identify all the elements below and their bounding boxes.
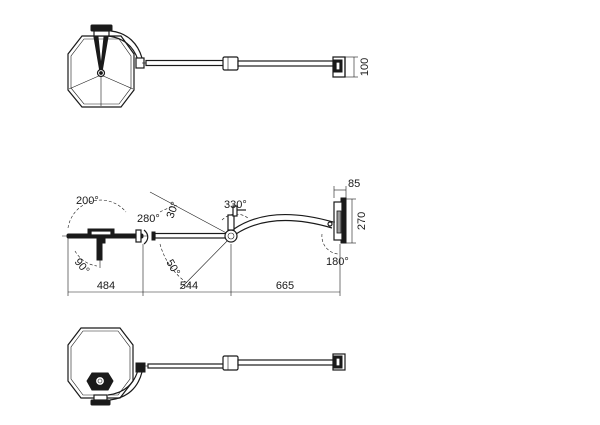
- side-arm-outer: [233, 213, 334, 230]
- angle-330-label: 330°: [224, 199, 247, 211]
- bottom-handle: [90, 399, 111, 406]
- top-v-bracket: [93, 36, 109, 73]
- side-view: 85 270 484 544 665 200° 280° 30° 50° 90°…: [62, 178, 368, 296]
- dim-100-label: 100: [359, 58, 371, 76]
- angle-50-label: 50°: [163, 258, 182, 278]
- top-middle-joint: [222, 56, 239, 71]
- top-arm-outer: [237, 60, 335, 67]
- angle-30-label: 30°: [165, 200, 182, 220]
- angle-90-label: 90°: [72, 256, 92, 276]
- angle-200-label: 200°: [76, 195, 99, 207]
- bottom-arm-inner: [147, 363, 225, 369]
- bottom-wall-mount: [332, 353, 346, 371]
- arc-330: [221, 213, 249, 221]
- top-view: 100: [67, 24, 371, 108]
- dim-85-label: 85: [348, 178, 360, 190]
- top-arm-inner: [145, 59, 225, 67]
- angle-280-label: 280°: [137, 213, 160, 225]
- bottom-arm-outer: [237, 359, 335, 366]
- arc-180: [321, 233, 339, 255]
- arc-90: [74, 250, 98, 267]
- bottom-middle-joint: [222, 355, 239, 371]
- arc-30: [159, 204, 179, 213]
- dim-665-label: 665: [276, 280, 294, 292]
- angle-180-label: 180°: [326, 256, 349, 268]
- top-yoke: [110, 30, 143, 59]
- bottom-view: [67, 327, 346, 406]
- side-arm-inner: [154, 232, 228, 239]
- bottom-yoke: [109, 371, 143, 401]
- dim-484-label: 484: [97, 280, 115, 292]
- top-handle: [90, 24, 113, 32]
- dim-270-label: 270: [356, 212, 368, 230]
- side-elbow-joint: [224, 229, 238, 243]
- dim-544-label: 544: [180, 280, 198, 292]
- side-handle: [96, 242, 103, 261]
- arc-200: [67, 199, 127, 229]
